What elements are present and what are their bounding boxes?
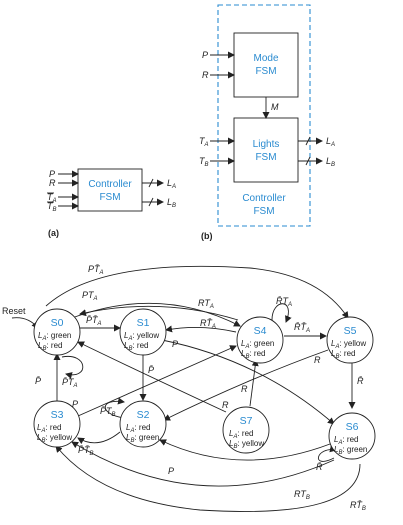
s0-loop-label: P̄TA: [62, 377, 78, 389]
s7-r-label: R: [222, 400, 229, 410]
s6-loopout-label: RT̄B: [350, 500, 366, 512]
s3-s4-label: P: [72, 399, 78, 409]
input-ta: TA: [47, 192, 57, 204]
state-s0: S0 LA: green LB: red: [33, 308, 81, 356]
svg-text:S6: S6: [346, 421, 359, 433]
fsm-label: FSM: [99, 192, 120, 203]
svg-text:LA: red: LA: red: [126, 423, 150, 434]
state-edges: Reset P̄TA P̄T̄A PTA PT̄A RTA RT̄A P̄ P …: [2, 264, 366, 512]
lights-label: Lights: [253, 139, 280, 150]
s2-loop-label: P̄TB: [100, 406, 116, 418]
svg-text:LB: red: LB: red: [38, 341, 62, 352]
s6-s3-label: RTB: [294, 489, 310, 501]
controller-fsm-box: [77, 168, 143, 212]
input-r: R: [49, 178, 56, 188]
mode-input-r: R: [202, 70, 209, 80]
lights-fsm-box: [233, 117, 299, 183]
svg-text:S5: S5: [344, 325, 357, 337]
s4-loop-label: R̄TA: [276, 296, 292, 308]
panel-a-label: (a): [48, 228, 59, 238]
svg-text:LB: green: LB: green: [334, 445, 367, 456]
s0-s4-label: PTA: [82, 290, 98, 302]
svg-text:LB: yellow: LB: yellow: [37, 433, 72, 444]
svg-text:LA: yellow: LA: yellow: [124, 331, 159, 342]
state-s4: S4 LA: green LB: red: [236, 316, 284, 364]
controller-label: Controller: [88, 179, 132, 190]
s5-s2-label: R: [314, 355, 321, 365]
s1-s2-label: P̄: [148, 365, 154, 375]
controller-container: [217, 4, 311, 227]
svg-text:LA: yellow: LA: yellow: [331, 339, 366, 350]
container-controller-label: Controller: [242, 193, 286, 204]
lights-input-tb: TB: [199, 156, 209, 168]
container-fsm-label: FSM: [253, 206, 274, 217]
state-s5: S5 LA: yellow LB: red: [326, 316, 374, 364]
panel-a: Controller FSM P R TA TB LA LB (a): [47, 168, 176, 238]
reset-label: Reset: [2, 306, 26, 316]
lights-input-ta: TA: [199, 136, 209, 148]
mode-fsm-box: [233, 32, 299, 98]
m-signal: M: [271, 102, 279, 112]
s3-s0-label: P̄: [35, 376, 41, 386]
state-s2: S2 LA: red LB: green: [119, 400, 167, 448]
lights-fsm-label: FSM: [255, 152, 276, 163]
svg-text:S1: S1: [137, 317, 150, 329]
s6-s2-label: P: [168, 466, 174, 476]
svg-text:LA: red: LA: red: [334, 435, 358, 446]
states: S0 LA: green LB: red S1 LA: yellow LB: r…: [33, 308, 376, 460]
state-s3: S3 LA: red LB: yellow: [33, 400, 81, 448]
svg-text:LB: red: LB: red: [124, 341, 148, 352]
state-s1: S1 LA: yellow LB: red: [119, 308, 167, 356]
svg-text:LA: red: LA: red: [37, 423, 61, 434]
s6-loop-label: R̄: [316, 462, 323, 472]
output-la: LA: [167, 178, 176, 190]
svg-text:S7: S7: [240, 415, 253, 427]
input-p: P: [49, 169, 55, 179]
output-lb: LB: [167, 197, 176, 209]
s1-s6-label: P: [172, 339, 178, 349]
lights-output-la: LA: [326, 136, 335, 148]
s4-s5-label: R̄T̄A: [294, 322, 310, 334]
svg-text:LB: red: LB: red: [331, 349, 355, 360]
svg-text:LB: red: LB: red: [241, 349, 265, 360]
mode-label: Mode: [253, 53, 278, 64]
mode-input-p: P: [202, 50, 208, 60]
state-s6: S6 LA: red LB: green: [328, 412, 376, 460]
lights-output-lb: LB: [326, 156, 335, 168]
svg-text:LA: green: LA: green: [38, 331, 71, 342]
state-s7: S7 LA: red LB: yellow: [222, 406, 270, 454]
mode-fsm-label: FSM: [255, 66, 276, 77]
panel-b-label: (b): [201, 231, 213, 241]
svg-text:S2: S2: [137, 409, 150, 421]
svg-text:LA: red: LA: red: [229, 429, 253, 440]
svg-text:LA: green: LA: green: [241, 339, 274, 350]
svg-text:S4: S4: [254, 325, 267, 337]
input-tb: TB: [47, 201, 57, 213]
panel-b: Mode FSM Lights FSM M Controller FSM P R…: [199, 4, 335, 241]
s4-s0-label: RTA: [198, 298, 214, 310]
s7-s4-label: R: [241, 384, 248, 394]
svg-text:LB: green: LB: green: [126, 433, 159, 444]
s0-s1-label: P̄T̄A: [86, 315, 102, 327]
s0-s5-label: PT̄A: [88, 264, 104, 276]
svg-text:LB: yellow: LB: yellow: [229, 439, 264, 450]
svg-text:S3: S3: [51, 409, 64, 421]
svg-text:S0: S0: [51, 317, 64, 329]
s5-s6-label: R̄: [357, 376, 364, 386]
